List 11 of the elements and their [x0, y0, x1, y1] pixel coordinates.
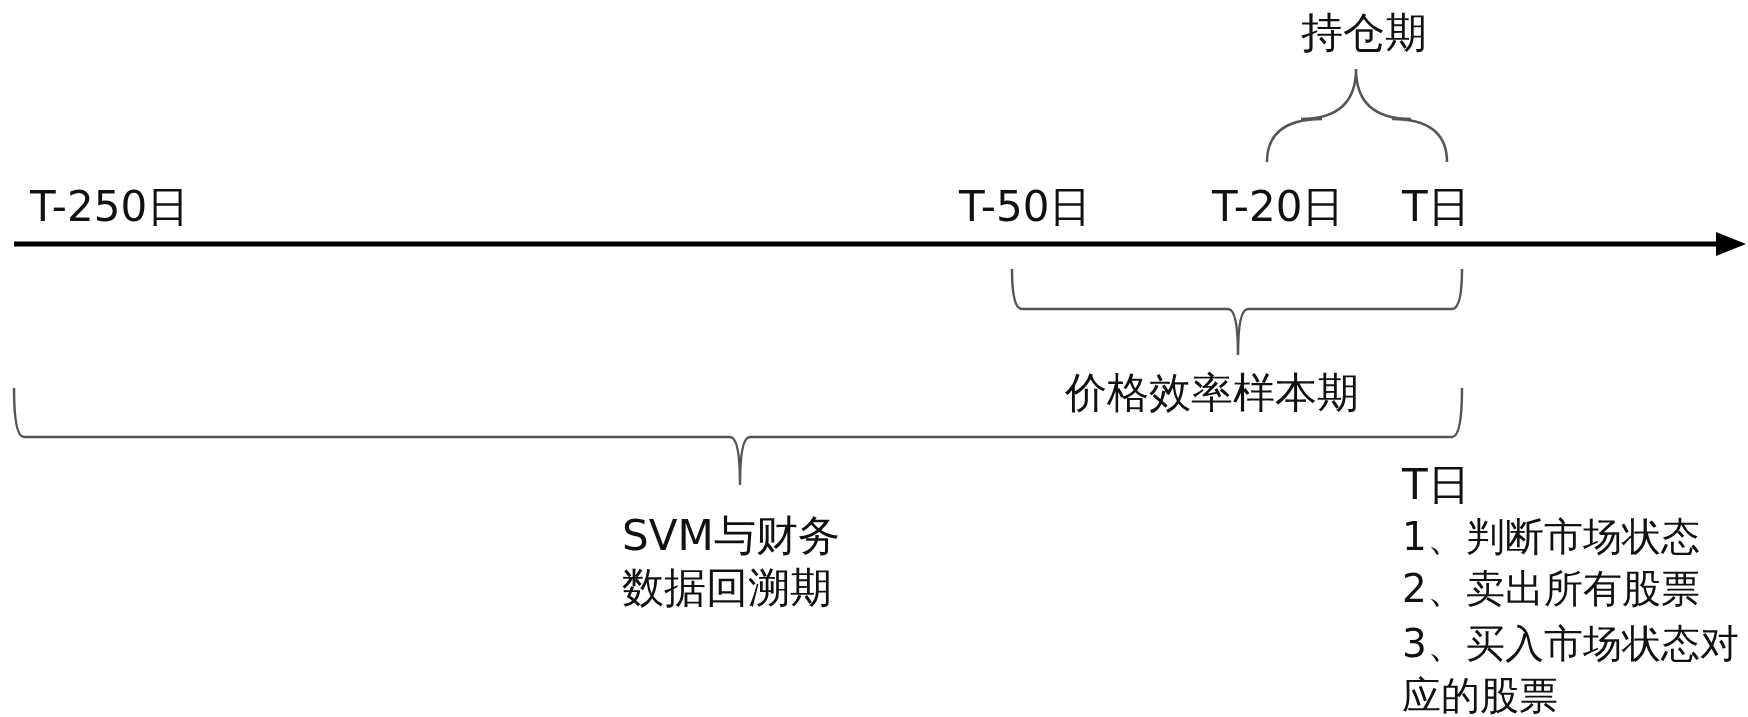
day-label: T日	[1402, 462, 1470, 508]
period-label: SVM与财务数据回溯期	[622, 510, 841, 614]
step-text: 1、判断市场状态	[1402, 514, 1700, 560]
step-text: 2、卖出所有股票	[1402, 566, 1700, 612]
tick-label: T日	[1402, 184, 1470, 230]
step-text: 3、买入市场状态对应的股票	[1402, 620, 1740, 717]
period-label: 价格效率样本期	[1065, 370, 1359, 416]
tick-label: T-20日	[1212, 184, 1345, 230]
period-label: 持仓期	[1301, 10, 1427, 56]
tick-label: T-250日	[30, 184, 190, 230]
tick-label: T-50日	[959, 184, 1092, 230]
